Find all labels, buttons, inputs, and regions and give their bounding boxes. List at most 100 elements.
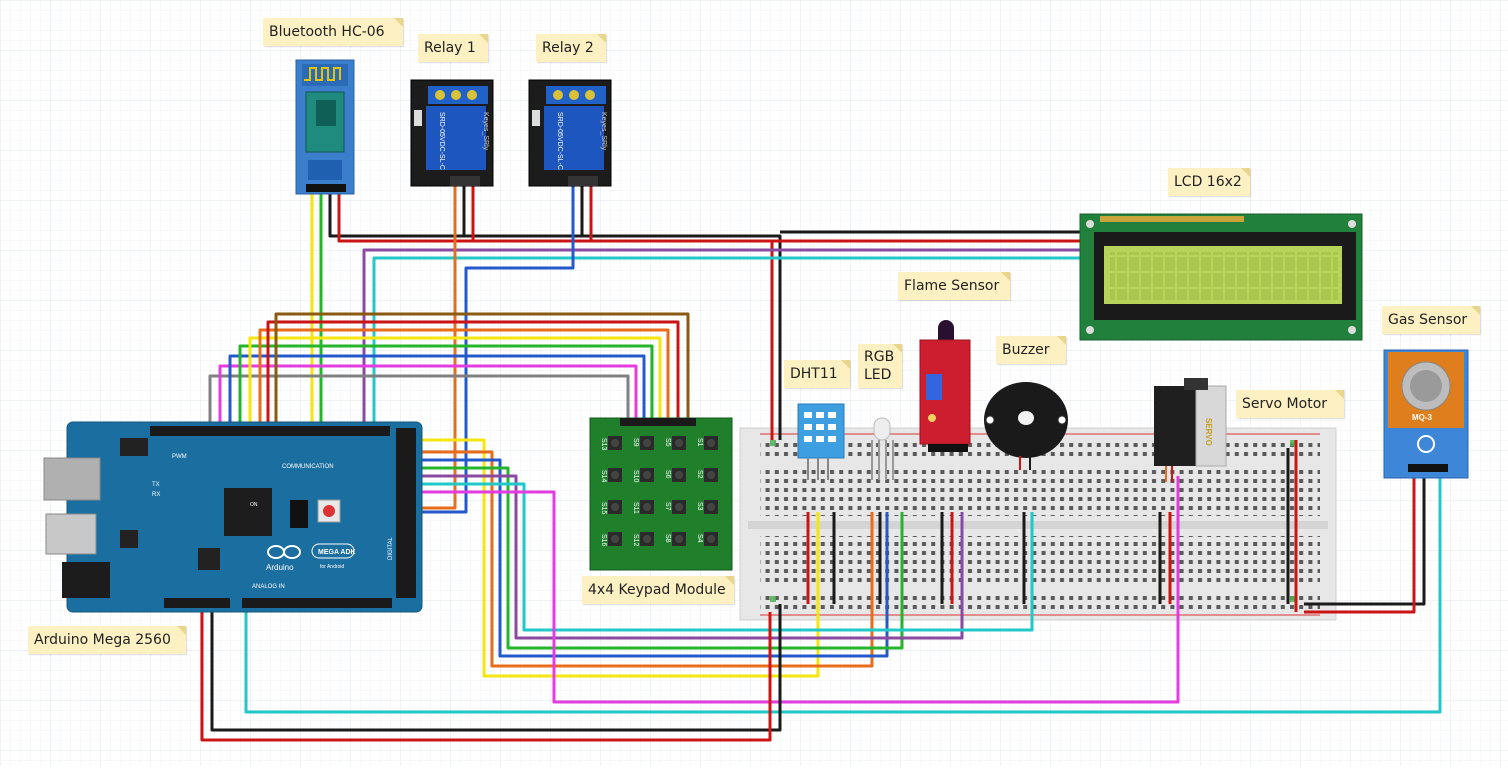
keypad-key-cap <box>675 503 683 511</box>
gas-sensor-model: MQ-3 <box>1412 413 1433 422</box>
wire-rgb-b <box>412 458 889 658</box>
wire-keypad-1 <box>208 374 630 428</box>
label-on: ON <box>250 502 258 508</box>
wire-servo-signal <box>412 476 1180 704</box>
wire-relay1-in <box>412 186 457 510</box>
label-tx: TX <box>152 482 160 488</box>
wire-gas-vcc <box>1304 472 1416 614</box>
servo-label: SERVO <box>1204 418 1213 446</box>
keypad-key-label: S11 <box>632 502 639 514</box>
label-bluetooth: Bluetooth HC-06 <box>263 18 403 46</box>
keypad-key-cap <box>675 535 683 543</box>
label-servo-motor: Servo Motor <box>1236 390 1344 418</box>
keypad-key-label: S14 <box>600 470 607 483</box>
wire-lcd-scl <box>372 256 1086 430</box>
relay-1: SRD-05VDC-SL-C Keyes_SRly <box>410 79 494 187</box>
wire-gas-gnd <box>1304 472 1426 606</box>
label-relay-1: Relay 1 <box>418 34 488 62</box>
keypad-key-label: S8 <box>664 534 671 543</box>
power-header <box>164 598 230 608</box>
relay2-brand: Keyes_SRly <box>600 112 607 151</box>
flame-sensor <box>919 320 971 452</box>
usb-host-port <box>45 513 97 555</box>
label-rgb-led: RGB LED <box>858 344 902 388</box>
wires <box>200 186 1442 742</box>
keypad-key-cap <box>643 439 651 447</box>
servo-motor: SERVO <box>1154 378 1227 482</box>
analog-header <box>242 598 392 608</box>
keypad-key-label: S12 <box>632 534 639 547</box>
bluetooth-module <box>295 59 355 195</box>
label-rgb: RGB <box>864 349 895 365</box>
wire-arduino-5v <box>200 608 772 742</box>
label-mega-adk: MEGA ADK <box>318 549 356 556</box>
gas-sensor: MQ-3 <box>1383 349 1469 479</box>
power-jack <box>62 562 110 598</box>
keypad-key-cap <box>643 503 651 511</box>
wire-dht-data <box>412 438 820 678</box>
usb-port <box>43 457 101 501</box>
wire-lcd-sda <box>362 248 1086 430</box>
keypad-key-cap <box>643 535 651 543</box>
lcd-screen <box>1110 252 1338 300</box>
buzzer <box>984 382 1068 470</box>
relay2-model: SRD-05VDC-SL-C <box>556 112 563 170</box>
label-dht11: DHT11 <box>784 360 850 388</box>
wire-keypad-2 <box>218 364 638 428</box>
relay-2: SRD-05VDC-SL-C Keyes_SRly <box>528 79 612 187</box>
label-arduino: Arduino <box>266 563 294 572</box>
relay1-brand: Keyes_SRly <box>482 112 489 151</box>
keypad-key-label: S1 <box>696 438 703 447</box>
wire-flame-do <box>412 474 964 640</box>
label-communication: COMMUNICATION <box>282 464 334 470</box>
label-buzzer: Buzzer <box>996 336 1066 364</box>
keypad-key-label: S3 <box>696 502 703 511</box>
wire-keypad-5 <box>248 336 662 428</box>
digital-header-side <box>396 428 416 598</box>
mcu-chip <box>224 488 272 536</box>
keypad-key-label: S15 <box>600 502 607 515</box>
keypad-key-label: S13 <box>600 438 607 451</box>
keypad-key-label: S2 <box>696 470 703 479</box>
wire-bt-vcc <box>337 186 774 440</box>
keypad-key-cap <box>707 503 715 511</box>
wire-gas-ao <box>244 472 1442 714</box>
digital-header-top <box>150 426 390 436</box>
label-led: LED <box>864 367 892 383</box>
wire-keypad-3 <box>228 354 646 428</box>
keypad-key-label: S10 <box>632 470 639 483</box>
wire-keypad-7 <box>266 320 680 428</box>
wire-bt-gnd <box>328 186 782 440</box>
keypad-key-label: S16 <box>600 534 607 547</box>
keypad-key-label: S5 <box>664 438 671 447</box>
label-arduino: Arduino Mega 2560 <box>28 626 186 654</box>
wire-buzzer <box>412 482 1034 632</box>
keypad-key-cap <box>707 471 715 479</box>
wire-relay2-in <box>412 186 575 514</box>
relay1-model: SRD-05VDC-SL-C <box>438 112 445 170</box>
keypad-key-cap <box>707 535 715 543</box>
label-gas-sensor: Gas Sensor <box>1382 306 1480 334</box>
label-for-android: for Android <box>320 564 344 570</box>
rgb-led <box>871 417 894 480</box>
dht11-sensor <box>797 403 845 480</box>
power-icon <box>1417 435 1435 453</box>
wire-rgb-g <box>412 466 904 650</box>
arduino-logo-icon <box>267 545 301 559</box>
keypad-key-label: S6 <box>664 470 671 479</box>
keypad-key-label: S4 <box>696 534 703 543</box>
lcd-display <box>1079 213 1363 341</box>
arduino-mega: PWM COMMUNICATION TX RX ON ANALOG IN MEG… <box>43 421 423 613</box>
label-lcd: LCD 16x2 <box>1168 168 1250 196</box>
wire-rgb-r <box>412 450 874 668</box>
label-relay-2: Relay 2 <box>536 34 606 62</box>
label-keypad: 4x4 Keypad Module <box>582 576 734 604</box>
wire-arduino-gnd <box>210 604 782 732</box>
keypad-key-cap <box>675 439 683 447</box>
keypad-key-label: S9 <box>632 438 639 447</box>
label-flame-sensor: Flame Sensor <box>898 272 1010 300</box>
